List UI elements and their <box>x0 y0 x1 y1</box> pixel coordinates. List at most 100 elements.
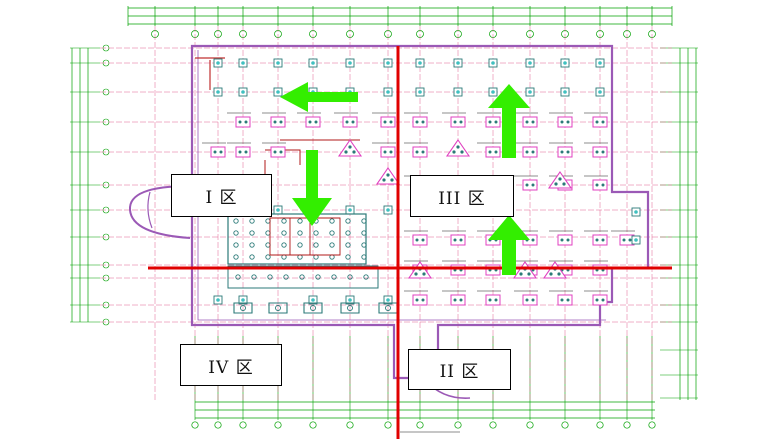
axis-bubble <box>274 421 282 429</box>
axis-bubble <box>623 421 631 429</box>
pile-cap <box>342 116 358 128</box>
pile <box>634 210 638 214</box>
axis-bubble <box>239 421 247 429</box>
pile <box>494 120 498 124</box>
core-pile <box>331 274 337 280</box>
zone-3-label: III 区 <box>410 175 514 217</box>
pile <box>560 298 564 302</box>
pile <box>525 120 529 124</box>
pile-cap <box>557 116 573 128</box>
pile <box>562 182 566 186</box>
pile-cap <box>485 264 501 276</box>
core-pile <box>233 218 239 224</box>
pile-cap <box>557 234 573 246</box>
pile-cap <box>485 146 501 158</box>
arrow-up-icon <box>488 215 530 275</box>
pile <box>634 238 638 242</box>
core-pile <box>363 274 369 280</box>
pile <box>386 90 390 94</box>
pile <box>310 305 316 311</box>
pile <box>345 120 349 124</box>
core-pile <box>297 230 303 236</box>
axis-bubble <box>191 421 199 429</box>
curved-wall <box>128 185 191 239</box>
pile-cap <box>450 234 466 246</box>
core-pile <box>233 242 239 248</box>
pile <box>390 178 394 182</box>
pile-cap <box>270 146 286 158</box>
core-lower-outline <box>227 265 379 289</box>
core-pile <box>281 218 287 224</box>
pile <box>216 90 220 94</box>
core-pile <box>281 230 287 236</box>
pile-cap <box>522 294 538 306</box>
pile-cap <box>270 116 286 128</box>
pile <box>241 298 245 302</box>
pile <box>276 61 280 65</box>
pile <box>275 305 281 311</box>
pile-cap <box>235 146 251 158</box>
pile <box>279 120 283 124</box>
pile-cap <box>450 294 466 306</box>
pile <box>453 120 457 124</box>
pile-cap <box>412 146 428 158</box>
pile <box>238 150 242 154</box>
core-pile <box>233 254 239 260</box>
pile <box>415 238 419 242</box>
pile <box>311 298 315 302</box>
core-pile <box>345 242 351 248</box>
axis-bubble <box>648 421 656 429</box>
core-pile <box>297 218 303 224</box>
axis-bubble <box>384 421 392 429</box>
axis-bubble <box>489 421 497 429</box>
pile <box>595 120 599 124</box>
core-pile <box>297 242 303 248</box>
pile <box>601 238 605 242</box>
pile <box>240 305 246 311</box>
core-pile <box>299 274 305 280</box>
pile-cap <box>412 116 428 128</box>
pile <box>601 120 605 124</box>
pile <box>566 150 570 154</box>
pile <box>383 150 387 154</box>
pile <box>273 150 277 154</box>
axis-bubble <box>596 421 604 429</box>
pile-cap <box>235 116 251 128</box>
pile <box>348 145 352 149</box>
pile-cap <box>305 116 321 128</box>
pile <box>459 298 463 302</box>
pile-cap <box>592 234 608 246</box>
axis-bubble <box>214 421 222 429</box>
pile <box>415 298 419 302</box>
core-pile <box>313 242 319 248</box>
pile <box>531 238 535 242</box>
pile-cap <box>450 116 466 128</box>
pile <box>389 150 393 154</box>
zone-2-label: II 区 <box>408 349 511 390</box>
pile <box>453 238 457 242</box>
pile <box>456 90 460 94</box>
core-pile <box>249 230 255 236</box>
pile-cap <box>592 264 608 276</box>
pile <box>488 298 492 302</box>
pile <box>528 61 532 65</box>
pile <box>566 298 570 302</box>
pile <box>628 238 632 242</box>
pile <box>276 208 280 212</box>
core-pile <box>235 274 241 280</box>
pile <box>415 150 419 154</box>
arrow-up-icon <box>488 84 530 158</box>
pile <box>460 150 464 154</box>
pile <box>566 238 570 242</box>
pile <box>351 120 355 124</box>
pile <box>213 150 217 154</box>
pile <box>598 90 602 94</box>
pile <box>601 298 605 302</box>
pile <box>386 173 390 177</box>
pile <box>488 150 492 154</box>
core-outline <box>227 213 367 265</box>
pile <box>421 150 425 154</box>
right-dimension-lines <box>660 47 698 400</box>
pile <box>348 208 352 212</box>
pile <box>566 120 570 124</box>
